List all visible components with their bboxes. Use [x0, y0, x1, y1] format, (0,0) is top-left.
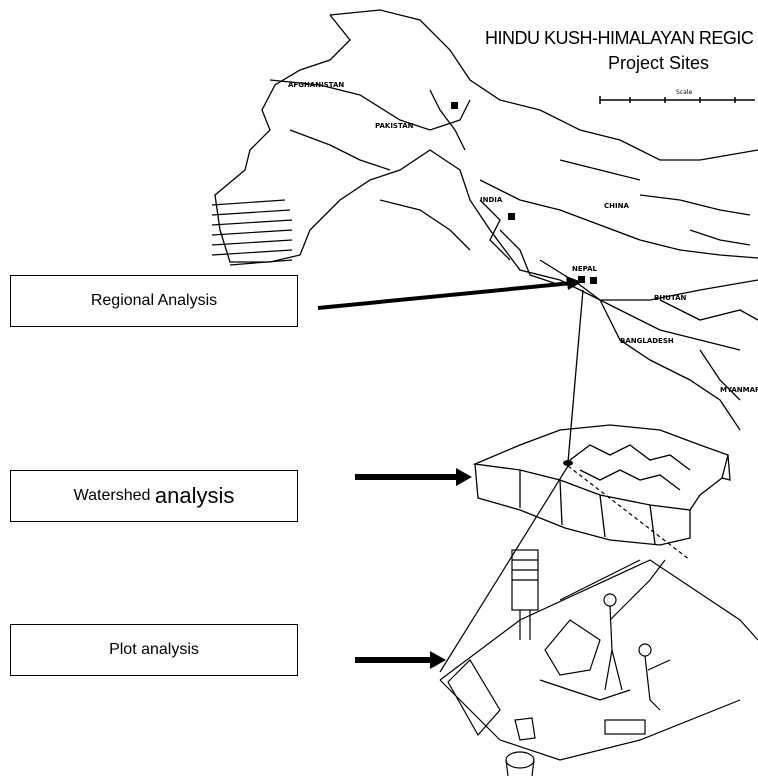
plot-connector-right	[567, 465, 691, 561]
site-marker	[508, 213, 515, 220]
figure-title: HINDU KUSH-HIMALAYAN REGIC	[485, 28, 754, 48]
watershed-block	[472, 424, 731, 546]
afghanistan-label: AFGHANISTAN	[288, 81, 344, 89]
regional-map	[214, 9, 758, 431]
plot-scene	[439, 549, 758, 776]
scale-label: Scale	[676, 89, 692, 96]
plot-analysis-label: Plot analysis	[109, 641, 199, 658]
regional-arrow	[317, 276, 582, 310]
hatched-area	[211, 199, 293, 266]
china-label: CHINA	[604, 202, 629, 210]
site-marker	[451, 102, 458, 109]
india-label: INDIA	[480, 196, 503, 204]
site-marker	[590, 277, 597, 284]
pakistan-label: PAKISTAN	[375, 122, 414, 130]
bangladesh-label: BANGLADESH	[620, 337, 674, 345]
regional-analysis-box: Regional Analysis	[10, 275, 298, 327]
plot-analysis-box: Plot analysis	[10, 624, 298, 676]
watershed-arrow	[355, 468, 472, 486]
myanmar-label: MYANMAR	[720, 386, 758, 394]
site-marker	[578, 276, 585, 283]
watershed-analysis-prefix: Watershed	[73, 487, 151, 504]
bhutan-label: BHUTAN	[654, 294, 687, 302]
watershed-analysis-suffix: analysis	[154, 483, 235, 508]
watershed-analysis-box: Watershed analysis	[10, 470, 298, 522]
figure-subtitle: Project Sites	[608, 53, 710, 73]
regional-analysis-label: Regional Analysis	[90, 292, 218, 309]
nepal-label: NEPAL	[572, 265, 598, 273]
plot-arrow	[355, 651, 446, 669]
watershed-site	[563, 460, 573, 466]
connector-line	[567, 289, 584, 463]
scale-bar	[599, 96, 755, 104]
plot-connector-left	[439, 465, 569, 673]
